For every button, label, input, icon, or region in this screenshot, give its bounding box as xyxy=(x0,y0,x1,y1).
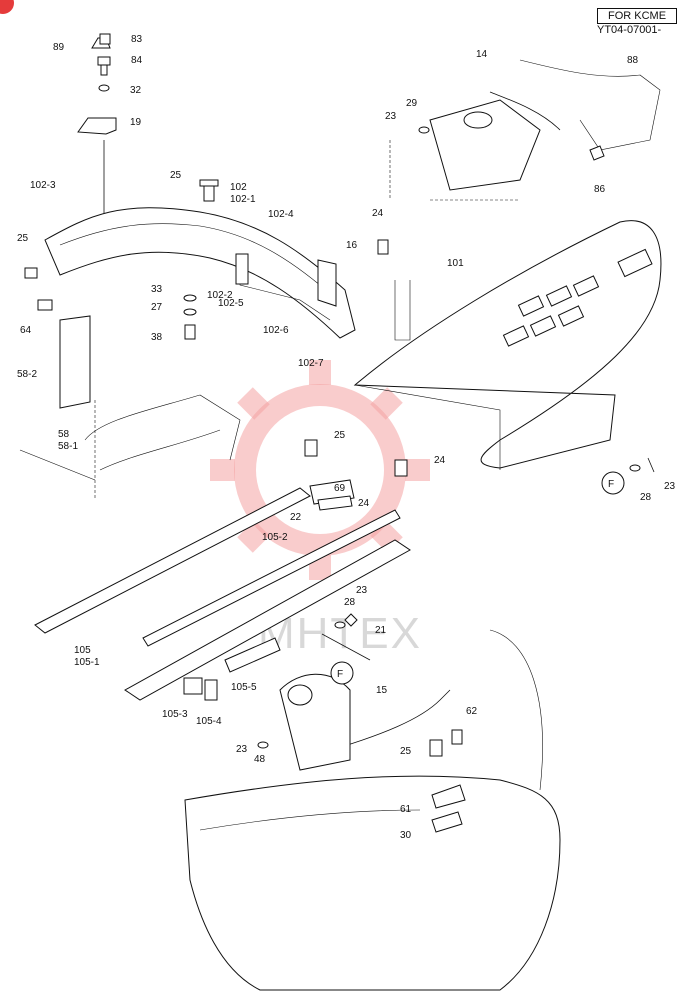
callout-86: 86 xyxy=(594,184,606,195)
callout-38: 38 xyxy=(151,332,163,343)
marker-labels: FF xyxy=(337,479,614,680)
callout-64: 64 xyxy=(20,325,32,336)
callout-16: 16 xyxy=(346,240,358,251)
callout-19: 19 xyxy=(130,117,142,128)
callout-15: 15 xyxy=(376,685,388,696)
callout-30: 30 xyxy=(400,830,412,841)
callout-25: 25 xyxy=(170,170,182,181)
callout-24: 24 xyxy=(358,498,370,509)
callout-102-2: 102-2 xyxy=(207,290,233,301)
callout-105-4: 105-4 xyxy=(196,716,222,727)
callout-21: 21 xyxy=(375,625,387,636)
callout-88: 88 xyxy=(627,55,639,66)
counterweight-bottom xyxy=(184,629,561,991)
counterweight-101 xyxy=(353,220,662,470)
callout-32: 32 xyxy=(130,85,142,96)
callout-105-2: 105-2 xyxy=(262,532,288,543)
callout-25: 25 xyxy=(334,430,346,441)
callout-22: 22 xyxy=(290,512,302,523)
callout-105-5: 105-5 xyxy=(231,682,257,693)
callout-105-1: 105-1 xyxy=(74,657,100,668)
callout-102-4: 102-4 xyxy=(268,209,294,220)
callout-101: 101 xyxy=(447,258,464,269)
frame-lines xyxy=(19,394,241,500)
engine-area-top-right xyxy=(389,59,661,201)
bolt-stack-top-left xyxy=(77,33,117,228)
callout-58: 58 xyxy=(58,429,70,440)
callout-28: 28 xyxy=(640,492,652,503)
callout-62: 62 xyxy=(466,706,478,717)
callout-28: 28 xyxy=(344,597,356,608)
corner-badge xyxy=(0,0,14,14)
callout-69: 69 xyxy=(334,483,346,494)
bolt-24-center xyxy=(304,239,411,511)
callout-33: 33 xyxy=(151,284,163,295)
hardware-left xyxy=(37,179,219,409)
callout-58-2: 58-2 xyxy=(17,369,37,380)
callout-23: 23 xyxy=(385,111,397,122)
rods xyxy=(321,613,451,749)
bracket-bottom xyxy=(279,673,351,771)
serial-code: YT04-07001- xyxy=(597,24,662,36)
marker-label-f: F xyxy=(608,479,614,490)
marker-f-center xyxy=(330,661,354,685)
model-box: FOR KCME xyxy=(597,8,677,24)
callout-14: 14 xyxy=(476,49,488,60)
rails-105 xyxy=(34,487,411,701)
callout-48: 48 xyxy=(254,754,266,765)
callout-102-6: 102-6 xyxy=(263,325,289,336)
callout-105: 105 xyxy=(74,645,91,656)
callout-25: 25 xyxy=(17,233,29,244)
callout-25: 25 xyxy=(400,746,412,757)
callout-58-1: 58-1 xyxy=(58,441,78,452)
bracket-102 xyxy=(24,207,356,339)
callout-23: 23 xyxy=(236,744,248,755)
callout-83: 83 xyxy=(131,34,143,45)
callout-84: 84 xyxy=(131,55,143,66)
callout-102-5: 102-5 xyxy=(218,298,244,309)
marker-label-f: F xyxy=(337,669,343,680)
callout-24: 24 xyxy=(434,455,446,466)
callout-24: 24 xyxy=(372,208,384,219)
washer-pin-right xyxy=(257,126,655,749)
callout-27: 27 xyxy=(151,302,163,313)
callout-23: 23 xyxy=(664,481,676,492)
callout-61: 61 xyxy=(400,804,412,815)
callout-23: 23 xyxy=(356,585,368,596)
callout-102: 102 xyxy=(230,182,247,193)
callout-105-3: 105-3 xyxy=(162,709,188,720)
callout-89: 89 xyxy=(53,42,65,53)
callout-102-1: 102-1 xyxy=(230,194,256,205)
marker-f-right xyxy=(601,471,625,495)
callout-102-3: 102-3 xyxy=(30,180,56,191)
callout-102-7: 102-7 xyxy=(298,358,324,369)
callout-29: 29 xyxy=(406,98,418,109)
